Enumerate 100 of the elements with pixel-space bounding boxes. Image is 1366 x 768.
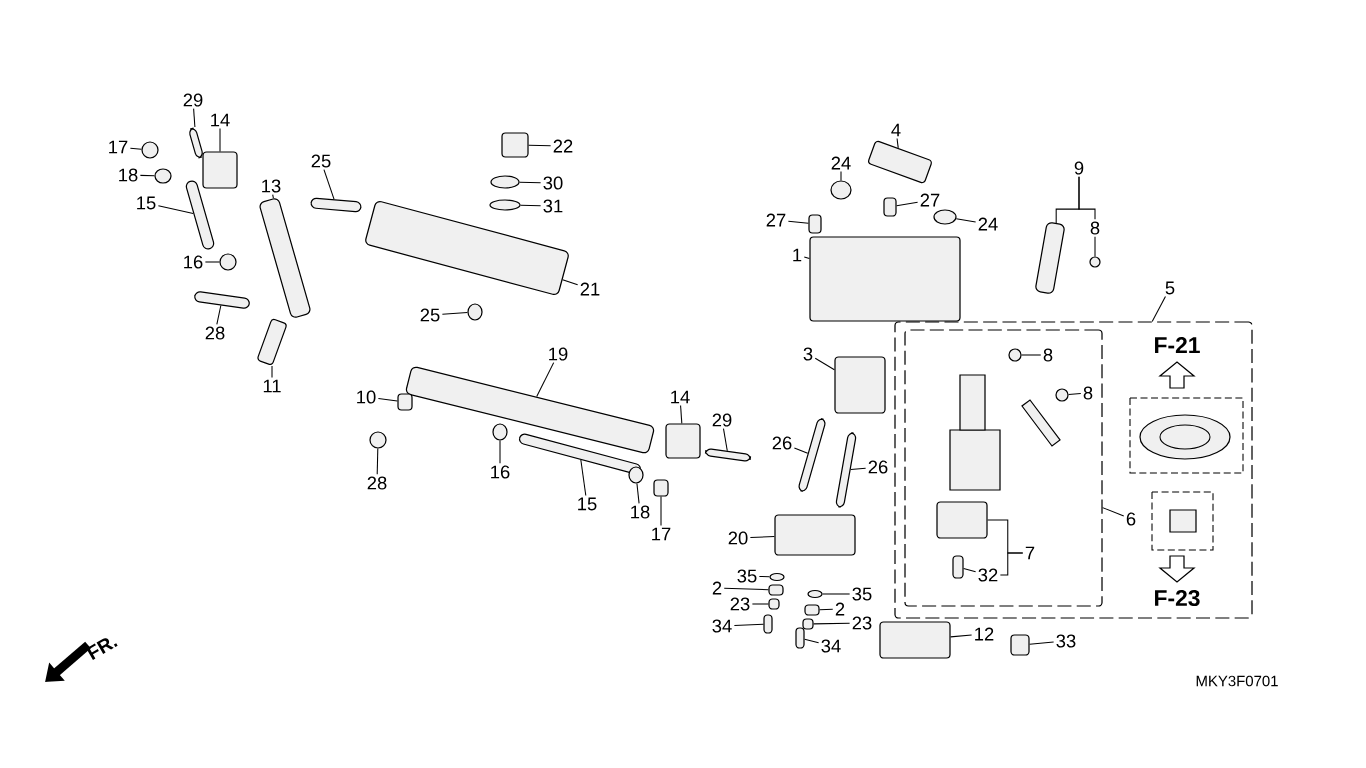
bushing	[202, 151, 238, 189]
callout-number: 33	[1056, 634, 1076, 648]
washer	[1055, 388, 1069, 402]
callout-number: 8	[1043, 348, 1053, 362]
leader-line	[733, 623, 764, 626]
leader-line	[1021, 354, 1042, 356]
label: MKY3F0701	[1196, 675, 1278, 687]
callout-number: 6	[1126, 512, 1136, 526]
handlebar	[405, 366, 655, 454]
callout-number: 13	[262, 179, 281, 193]
callout-number: 35	[737, 569, 757, 583]
callout-number: 16	[184, 255, 203, 269]
top-bridge	[365, 200, 569, 296]
leader-line	[193, 108, 196, 128]
callout-number: 3	[803, 347, 813, 361]
callout-number: 28	[205, 326, 225, 340]
callout-number: 29	[183, 93, 203, 107]
label: F-23	[1155, 589, 1200, 607]
screw	[808, 214, 822, 234]
grommet	[830, 180, 852, 200]
leader-line	[722, 428, 728, 452]
leader-line	[758, 575, 770, 578]
callout-number: 31	[543, 199, 563, 213]
nut	[219, 253, 237, 271]
callout-number: 26	[868, 460, 888, 474]
holder	[879, 621, 951, 659]
leader-line	[536, 362, 555, 398]
callout-number: 2	[835, 602, 845, 616]
spring	[768, 584, 784, 596]
leader-line	[787, 220, 809, 224]
pin	[185, 180, 215, 250]
callout-number: 18	[631, 505, 650, 519]
callout-number: 32	[978, 568, 998, 582]
leader-line	[896, 137, 899, 149]
callout-number: 17	[109, 140, 128, 154]
callout-number: 22	[553, 139, 573, 153]
leader-line	[499, 440, 501, 464]
callout-number: 27	[766, 213, 786, 227]
callout-number: 17	[652, 527, 671, 541]
bolt	[310, 197, 362, 213]
bolt	[467, 303, 483, 321]
callout-number: 23	[852, 616, 872, 630]
cap	[501, 132, 529, 158]
washer	[1089, 256, 1101, 268]
callout-number: 34	[712, 619, 732, 633]
callout-number: 25	[311, 154, 331, 168]
label: F-21	[1155, 337, 1200, 353]
leader-line	[157, 205, 194, 214]
callout-number: 26	[772, 436, 792, 450]
leader-line	[840, 171, 842, 181]
leader-line	[441, 312, 468, 315]
collar	[802, 618, 814, 630]
callout-number: 8	[1083, 386, 1093, 400]
leader-line	[139, 174, 155, 177]
callout-number: 12	[975, 627, 994, 641]
nut	[492, 423, 508, 441]
leader-line	[323, 169, 335, 200]
leader-line	[896, 201, 919, 207]
callout-number: 21	[580, 282, 600, 296]
callout-number: 2	[712, 581, 722, 595]
callout-number: 16	[491, 465, 510, 479]
leader-line	[520, 204, 542, 207]
leader-line	[216, 305, 222, 325]
leader-line	[660, 496, 662, 527]
callout-number: 20	[728, 531, 748, 545]
pin	[518, 433, 642, 475]
leader-line	[1102, 507, 1125, 517]
leader-line	[814, 357, 835, 371]
cap	[1010, 634, 1030, 656]
screw	[795, 627, 805, 649]
leader-line	[950, 634, 973, 638]
lock	[834, 356, 886, 414]
leader-line	[1068, 393, 1082, 395]
washer	[769, 572, 785, 582]
callout-number: 8	[1090, 221, 1100, 235]
dashed-outline	[894, 321, 1253, 619]
callout-number: 24	[831, 156, 851, 170]
callout-number: 11	[263, 379, 281, 393]
washer	[807, 589, 823, 599]
handlebar	[259, 198, 311, 318]
bolt	[704, 448, 752, 462]
callout-number: 15	[137, 196, 156, 210]
screw	[763, 614, 773, 634]
nut	[490, 175, 520, 189]
leader-line	[999, 552, 1024, 576]
callout-number: 19	[549, 347, 568, 361]
screw	[883, 197, 897, 217]
callout-number: 27	[920, 193, 940, 207]
nut	[141, 141, 159, 159]
callout-number: 35	[852, 587, 872, 601]
leader-line	[804, 638, 820, 644]
bolt	[194, 291, 250, 309]
leader-line	[377, 398, 398, 402]
callout-number: 7	[1025, 546, 1035, 560]
leader-line	[819, 608, 834, 611]
key	[1035, 222, 1065, 294]
leader-line	[813, 622, 851, 625]
callout-number: 9	[1074, 161, 1084, 175]
clip	[397, 393, 413, 411]
dashed-outline	[904, 329, 1103, 607]
